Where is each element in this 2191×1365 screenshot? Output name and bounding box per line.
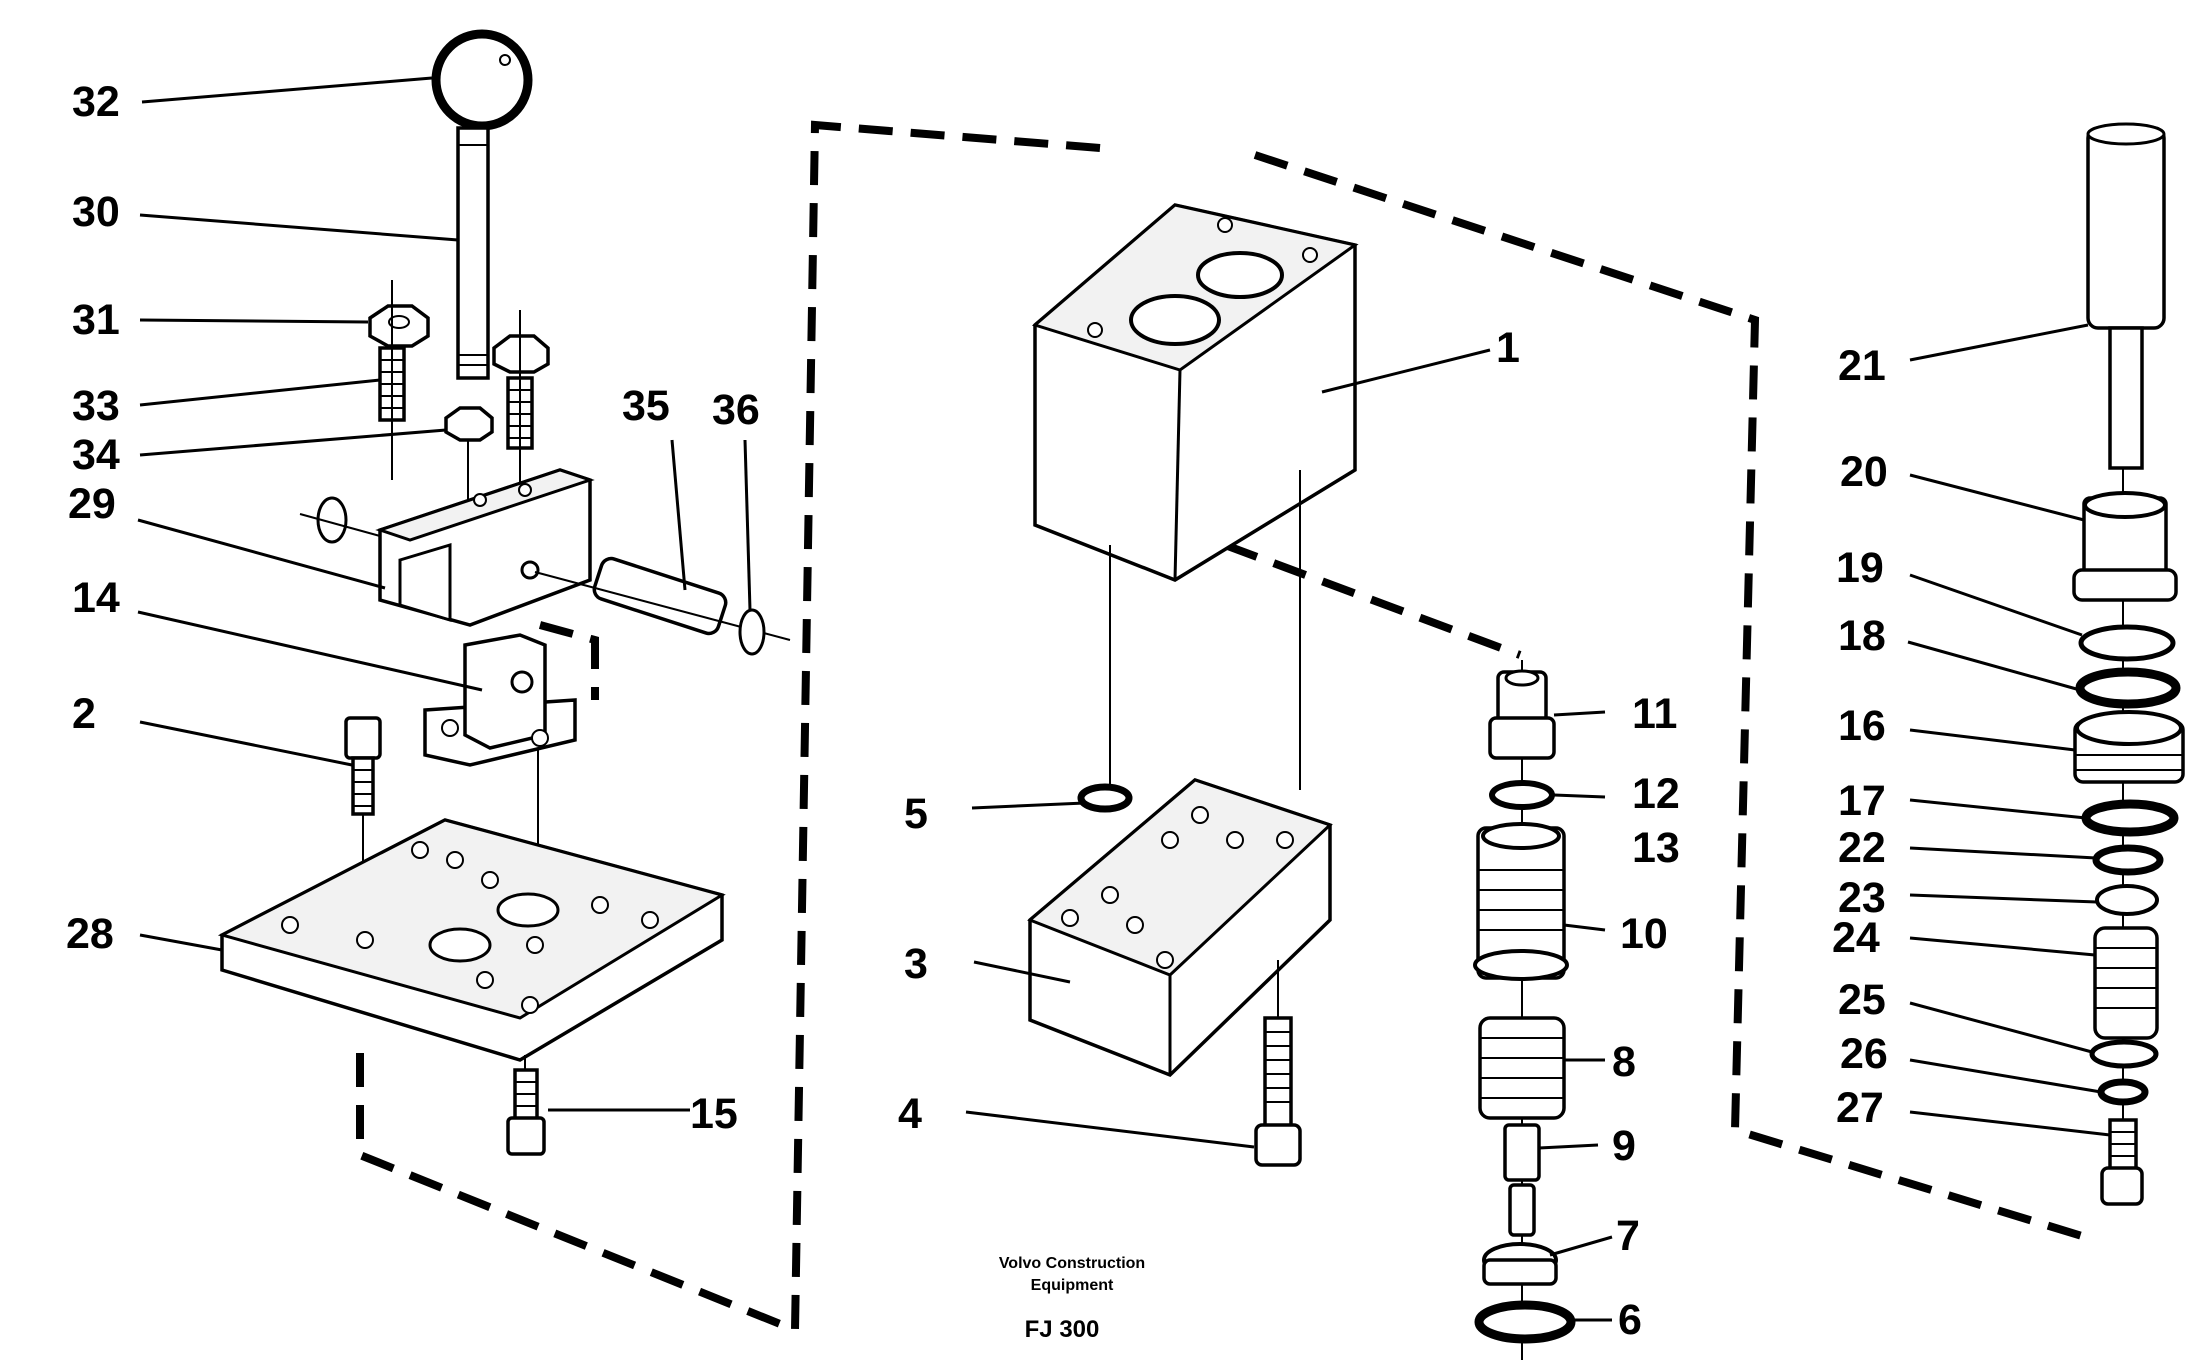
label-14: 14 — [72, 574, 120, 622]
part-26-oring — [2097, 1078, 2149, 1106]
part-24-spring — [2093, 926, 2159, 1040]
label-1: 1 — [1496, 324, 1520, 372]
part-22-washer — [2092, 844, 2164, 876]
part-20-cap — [2072, 491, 2178, 602]
part-2-screw — [344, 716, 382, 816]
label-36: 36 — [712, 386, 760, 434]
label-25: 25 — [1838, 976, 1886, 1024]
part-27-screw — [2100, 1118, 2144, 1206]
label-11: 11 — [1632, 690, 1677, 738]
label-7: 7 — [1616, 1212, 1640, 1260]
dashed-boundary-center — [1253, 151, 2097, 1244]
label-29: 29 — [68, 480, 116, 528]
part-4-screw — [1254, 1016, 1302, 1167]
part-7-seat — [1482, 1242, 1558, 1286]
label-18: 18 — [1838, 612, 1886, 660]
label-17: 17 — [1838, 777, 1886, 825]
leader-lines — [137, 76, 2111, 1322]
label-10: 10 — [1620, 910, 1668, 958]
figure-code: FJ 300 — [1025, 1316, 1100, 1343]
part-17-oring — [2081, 799, 2179, 837]
label-19: 19 — [1836, 544, 1884, 592]
label-20: 20 — [1840, 448, 1888, 496]
dashed-boundary-link — [1223, 541, 1522, 659]
dashed-boundary-mount — [538, 621, 599, 700]
part-6-oring — [1474, 1300, 1576, 1344]
label-6: 6 — [1618, 1296, 1642, 1344]
label-13: 13 — [1632, 824, 1680, 872]
part-15-screw — [506, 1068, 546, 1156]
label-2: 2 — [72, 690, 96, 738]
caption-line-2: Equipment — [1031, 1277, 1114, 1294]
label-28: 28 — [66, 910, 114, 958]
part-8-spring — [1478, 1016, 1566, 1120]
part-9-spool — [1503, 1123, 1541, 1237]
part-34-nut — [444, 406, 494, 442]
part-29-bracket — [375, 468, 595, 627]
label-15: 15 — [690, 1090, 738, 1138]
label-31: 31 — [72, 296, 120, 344]
part-10-sleeve — [1473, 822, 1569, 981]
label-8: 8 — [1612, 1038, 1636, 1086]
label-24: 24 — [1832, 914, 1880, 962]
label-16: 16 — [1838, 702, 1886, 750]
label-4: 4 — [898, 1090, 922, 1138]
caption-line-1: Volvo Construction — [999, 1255, 1145, 1272]
label-21: 21 — [1838, 342, 1886, 390]
part-12-oring — [1489, 780, 1555, 810]
label-23: 23 — [1838, 874, 1886, 922]
dashed-boundary-left — [356, 120, 1101, 1336]
label-35: 35 — [622, 382, 670, 430]
part-21-plunger — [2086, 122, 2166, 470]
part-5-oring — [1077, 783, 1133, 813]
label-12: 12 — [1632, 770, 1680, 818]
part-3-block — [1027, 778, 1333, 1078]
label-32: 32 — [72, 78, 120, 126]
part-11-cap — [1488, 669, 1556, 760]
part-14-support — [423, 633, 577, 767]
label-22: 22 — [1838, 824, 1886, 872]
label-9: 9 — [1612, 1122, 1636, 1170]
label-3: 3 — [904, 940, 928, 988]
part-29-pin — [299, 496, 381, 544]
part-28-plate — [217, 818, 726, 1062]
label-27: 27 — [1836, 1084, 1884, 1132]
label-33: 33 — [72, 382, 120, 430]
label-5: 5 — [904, 790, 928, 838]
part-32-ring — [431, 29, 533, 131]
part-16-sleeve — [2073, 710, 2185, 784]
part-19-washer — [2078, 624, 2176, 662]
label-30: 30 — [72, 188, 120, 236]
part-1-block — [1031, 203, 1359, 582]
part-18-oring — [2075, 667, 2181, 709]
label-34: 34 — [72, 431, 120, 479]
part-30-shaft — [456, 126, 490, 380]
part-23-seat — [2095, 884, 2159, 916]
part-36-clip — [738, 608, 766, 656]
label-26: 26 — [1840, 1030, 1888, 1078]
part-25-washer — [2089, 1039, 2159, 1069]
